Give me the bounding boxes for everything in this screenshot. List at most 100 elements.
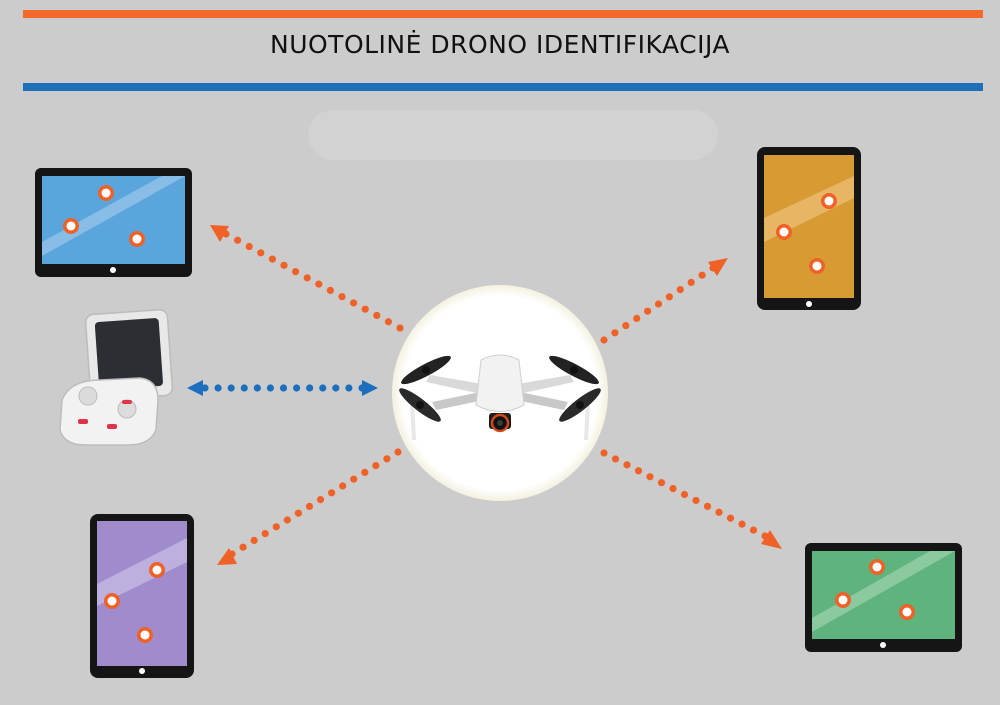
connection-dot [703,502,712,510]
arrow-head [761,530,782,549]
connection-dot [345,384,353,392]
connection-dot [646,473,654,481]
connection-dot [253,384,261,392]
connection-dot [332,384,340,392]
connection-dot [611,329,619,337]
connection-dot [250,536,258,545]
connection-dot [326,286,334,294]
connection-dot [634,467,643,475]
location-marker-icon [899,604,915,620]
connection-dot [749,526,758,534]
connection-dot [676,286,684,294]
tablet-bottom-right [805,543,962,652]
connection-dot [383,455,391,463]
remote-controller [59,309,174,446]
connection-dot [622,322,630,330]
phone-top-right [757,147,861,310]
connection-dot [361,305,369,313]
connection-dot [373,311,381,320]
connection-dot [315,280,323,288]
ghost-banner [308,110,718,160]
connection-dot [394,448,402,456]
connection-dot [283,516,291,524]
connection-dot [669,484,677,493]
connection-dot [234,236,242,244]
arrow-head-right [362,380,378,396]
tablet-top-left [35,168,192,277]
arrow-head-left [187,380,203,396]
connection-dot [280,261,288,269]
connection-dot [303,274,311,282]
connection-dot [396,324,404,332]
connection-dot [350,299,358,307]
connection-dot [644,307,652,315]
connection-dot [726,514,735,522]
connection-dot [245,242,253,251]
connection-dot [294,509,302,517]
phone-icon [90,514,194,678]
location-marker-icon [63,218,79,234]
arrow-head [708,258,728,276]
connection-dot [316,496,325,504]
page-title: NUOTOLINĖ DRONO IDENTIFIKACIJA [270,30,730,59]
connection-dot [600,449,608,457]
connection-dot [279,384,288,392]
connection-dot [239,543,247,551]
connection-dot [738,520,746,528]
location-marker-icon [821,193,837,209]
location-marker-icon [869,559,885,575]
connection-dot [600,336,608,344]
connection-dot [654,300,663,308]
connection-dot [305,502,314,510]
connection-dot [692,496,700,505]
connection-dot [292,384,301,392]
connection-phone-bottom-left [217,448,402,565]
connection-dot [214,384,222,392]
arrow-head [217,548,237,565]
connection-dot [384,318,392,326]
connection-dot [292,268,300,276]
location-marker-icon [104,593,120,609]
tablet-icon [35,168,192,277]
remote-controller-icon [59,309,174,446]
phone-icon [757,147,861,310]
connection-dot [657,479,666,487]
connection-dot [350,475,358,483]
connection-dot [611,455,620,463]
connection-dot [261,530,269,538]
header-blue-bar [23,83,983,91]
connection-dot [257,249,265,257]
location-marker-icon [149,562,165,578]
location-marker-icon [129,231,145,247]
drone-icon [399,354,601,441]
connection-tablet-bottom-right [600,449,782,549]
connection-dot [361,468,369,476]
connection-dot [319,384,327,392]
connection-dot [272,523,280,531]
location-marker-icon [776,224,792,240]
connection-dot [306,384,314,392]
connection-dot [268,255,276,263]
connection-dot [680,490,689,499]
connection-dot [623,461,631,469]
connection-dot [227,384,235,392]
location-marker-icon [137,627,153,643]
connection-dot [633,314,641,322]
phone-bottom-left [90,514,194,678]
connection-phone-top-right [600,258,728,344]
tablet-icon [805,543,962,652]
connection-dot [687,278,695,286]
connection-dot [339,482,347,490]
location-marker-icon [809,258,825,274]
location-marker-icon [835,592,851,608]
arrow-head [210,225,229,242]
connection-dot [328,489,336,497]
header-orange-bar [23,10,983,18]
location-marker-icon [98,185,114,201]
connection-dot [665,293,674,301]
connection-tablet-top-left [210,225,404,332]
connection-dot [715,508,723,516]
connection-dot [698,271,706,279]
drone-node [392,285,608,501]
